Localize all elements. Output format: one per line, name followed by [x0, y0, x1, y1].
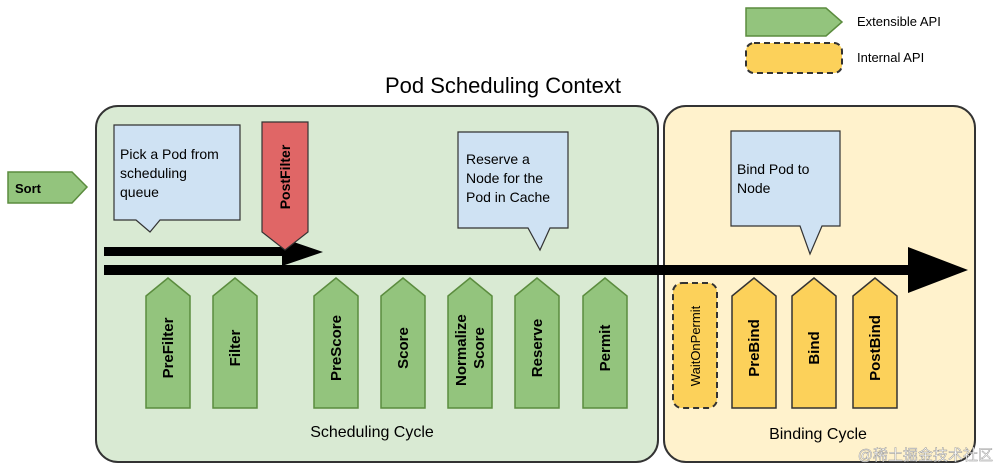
- sort-plugin-label: Sort: [15, 181, 42, 196]
- svg-text:Normalize Score: Normalize Score: [453, 310, 488, 386]
- plugin-permit: Permit: [582, 277, 628, 409]
- legend: Extensible API Internal API: [745, 7, 941, 74]
- svg-text:Bind: Bind: [806, 331, 823, 364]
- legend-extensible-label: Extensible API: [857, 14, 941, 29]
- postfilter-plugin-shape: [261, 121, 309, 251]
- svg-text:WaitOnPermit: WaitOnPermit: [688, 305, 703, 386]
- plugin-score: Score: [380, 277, 426, 409]
- svg-text:PreScore: PreScore: [328, 315, 345, 381]
- plugin-wait-on-permit: WaitOnPermit: [672, 282, 718, 409]
- svg-text:PreFilter: PreFilter: [160, 317, 177, 378]
- plugin-wait-on-permit-label: WaitOnPermit: [688, 305, 703, 386]
- plugin-reserve: Reserve: [514, 277, 560, 409]
- plugin-prefilter: PreFilter: [145, 277, 191, 409]
- callout-bind-pod: Bind Pod to Node: [730, 130, 841, 256]
- callout-reserve-line-1: Reserve a: [466, 151, 530, 167]
- plugin-score-label: Score: [395, 327, 412, 369]
- watermark: @稀土掘金技术社区: [858, 447, 993, 464]
- svg-text:Filter: Filter: [227, 330, 244, 367]
- callout-pick-line-2: scheduling: [120, 165, 187, 181]
- svg-text:Reserve: Reserve: [529, 319, 546, 377]
- svg-text:PreBind: PreBind: [746, 319, 763, 377]
- plugin-normalize-score-label-1: Normalize: [453, 314, 470, 386]
- legend-internal-swatch: [745, 42, 843, 74]
- legend-extensible-swatch: [745, 7, 844, 37]
- callout-bind-line-2: Node: [737, 180, 771, 196]
- callout-reserve-line-3: Pod in Cache: [466, 189, 550, 205]
- callout-pick-line-3: queue: [120, 184, 159, 200]
- plugin-postbind-label: PostBind: [867, 315, 884, 381]
- plugin-prebind: PreBind: [731, 277, 777, 409]
- plugin-bind: Bind: [791, 277, 837, 409]
- callout-pick-pod: Pick a Pod from scheduling queue: [113, 124, 241, 233]
- plugin-reserve-label: Reserve: [529, 319, 546, 377]
- context-title: Pod Scheduling Context: [385, 73, 621, 98]
- plugin-prebind-label: PreBind: [746, 319, 763, 377]
- plugin-normalize-score: Normalize Score: [447, 277, 493, 409]
- main-flow-arrow: [104, 247, 968, 293]
- binding-cycle-label: Binding Cycle: [769, 426, 867, 443]
- plugin-prefilter-label: PreFilter: [160, 317, 177, 378]
- svg-text:PostBind: PostBind: [867, 315, 884, 381]
- svg-text:Permit: Permit: [597, 325, 614, 372]
- plugin-postbind: PostBind: [852, 277, 898, 409]
- plugin-filter: Filter: [212, 277, 258, 409]
- plugin-prescore-label: PreScore: [328, 315, 345, 381]
- sort-plugin-shape: [7, 171, 89, 204]
- svg-text:Reserve a Node for the: Reserve a Node for the Pod in Cache: [466, 151, 550, 205]
- callout-reserve-node: Reserve a Node for the Pod in Cache: [457, 131, 569, 252]
- svg-text:Bind Pod to Node: Bind Pod to Node: [737, 161, 813, 196]
- plugin-bind-label: Bind: [806, 331, 823, 364]
- scheduling-cycle-label: Scheduling Cycle: [310, 424, 434, 441]
- plugin-filter-label: Filter: [227, 330, 244, 367]
- postfilter-plugin-label: PostFilter: [277, 144, 293, 209]
- callout-pick-line-1: Pick a Pod from: [120, 146, 219, 162]
- plugin-normalize-score-label-2: Score: [471, 327, 488, 369]
- legend-internal-label: Internal API: [857, 50, 924, 65]
- callout-reserve-line-2: Node for the: [466, 170, 543, 186]
- plugin-prescore: PreScore: [313, 277, 359, 409]
- plugin-permit-label: Permit: [597, 325, 614, 372]
- svg-text:Score: Score: [395, 327, 412, 369]
- callout-bind-line-1: Bind Pod to: [737, 161, 810, 177]
- svg-text:Pick a Pod from scheduli: Pick a Pod from scheduling queue: [120, 146, 223, 200]
